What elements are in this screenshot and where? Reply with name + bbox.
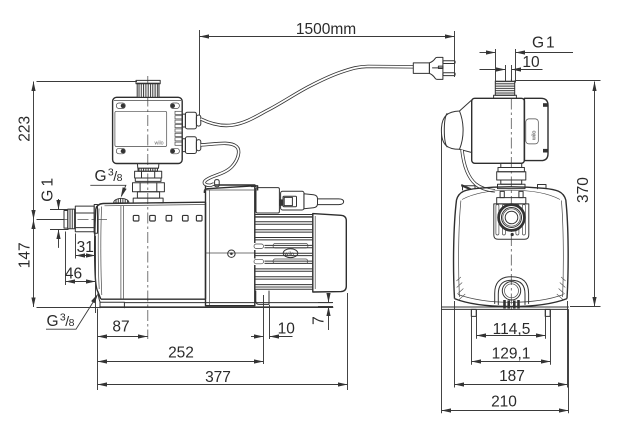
- svg-text:114,5: 114,5: [493, 321, 531, 338]
- svg-text:G 1: G 1: [40, 178, 57, 202]
- svg-text:1500mm: 1500mm: [296, 21, 356, 38]
- svg-text:147: 147: [17, 242, 34, 268]
- svg-text:46: 46: [65, 265, 82, 282]
- svg-text:187: 187: [499, 368, 525, 385]
- svg-text:31: 31: [77, 239, 94, 256]
- svg-text:G3/8: G3/8: [95, 167, 123, 186]
- svg-text:G3/8: G3/8: [47, 312, 75, 331]
- svg-text:wilo: wilo: [532, 131, 538, 141]
- svg-text:370: 370: [575, 177, 592, 203]
- svg-text:87: 87: [112, 319, 129, 336]
- svg-text:7: 7: [311, 316, 328, 325]
- svg-text:wilo: wilo: [155, 140, 164, 146]
- svg-text:252: 252: [168, 345, 194, 362]
- svg-text:G: G: [532, 35, 544, 52]
- svg-text:10: 10: [278, 321, 296, 338]
- svg-text:377: 377: [205, 369, 231, 386]
- svg-text:223: 223: [17, 116, 34, 142]
- svg-text:210: 210: [491, 394, 517, 411]
- svg-text:wilo: wilo: [284, 252, 294, 258]
- svg-text:129,1: 129,1: [492, 346, 531, 363]
- svg-text:10: 10: [522, 54, 540, 71]
- svg-text:1: 1: [546, 35, 555, 52]
